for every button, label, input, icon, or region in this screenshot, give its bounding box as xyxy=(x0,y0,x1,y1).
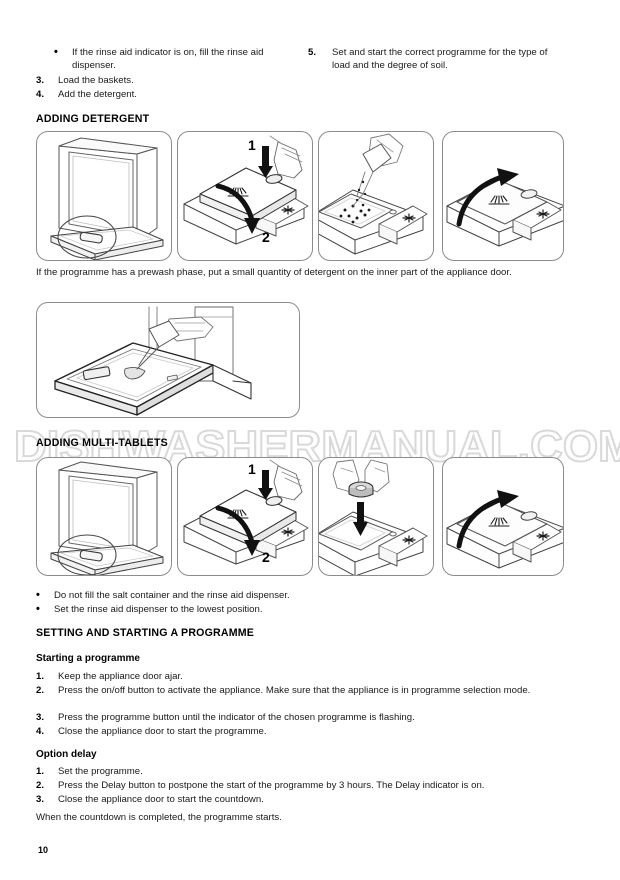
subheading-option-delay: Option delay xyxy=(36,749,97,760)
section-heading-adding-multi-tablets: ADDING MULTI-TABLETS xyxy=(36,437,168,449)
list-item: 4. Add the detergent. xyxy=(36,88,286,101)
illustration-pour-powder-detergent xyxy=(318,131,434,261)
list-item-text: Close the appliance door to start the pr… xyxy=(58,726,267,737)
illustration-mt-open-dispenser-lid: 1 2 xyxy=(177,457,313,576)
step-marker: 2. xyxy=(36,685,45,696)
list-item-text: Do not fill the salt container and the r… xyxy=(54,590,290,601)
list-item: • If the rinse aid indicator is on, fill… xyxy=(54,46,284,72)
list-item-text: If the rinse aid indicator is on, fill t… xyxy=(72,47,264,72)
svg-text:2: 2 xyxy=(262,549,270,565)
illustration-insert-tablet xyxy=(318,457,434,576)
list-item-text: Keep the appliance door ajar. xyxy=(58,671,183,682)
list-item: • Set the rinse aid dispenser to the low… xyxy=(36,603,466,616)
subheading-starting-a-programme: Starting a programme xyxy=(36,653,140,664)
section-heading-setting-and-starting: SETTING AND STARTING A PROGRAMME xyxy=(36,627,255,639)
list-item-text: Set the rinse aid dispenser to the lowes… xyxy=(54,604,263,615)
step-marker: 4. xyxy=(36,726,45,737)
illustration-close-dispenser-lid xyxy=(442,131,564,261)
illustration-detergent-on-inner-door xyxy=(36,302,300,418)
list-item-text: Add the detergent. xyxy=(58,89,137,100)
list-item: 1. Keep the appliance door ajar. xyxy=(36,670,566,683)
illustration-mt-close-dispenser-lid xyxy=(442,457,564,576)
illustration-mt-dishwasher-door-open-dispenser-location xyxy=(36,457,172,576)
step-marker: 3. xyxy=(36,712,45,723)
step-marker: 1. xyxy=(36,671,45,682)
list-item: 1. Set the programme. xyxy=(36,765,566,778)
svg-text:1: 1 xyxy=(248,137,256,153)
bullet-marker: • xyxy=(36,589,40,601)
illustration-open-dispenser-lid: 1 2 xyxy=(177,131,313,261)
svg-text:2: 2 xyxy=(262,229,270,245)
step-marker: 5. xyxy=(308,47,317,58)
step-marker: 3. xyxy=(36,75,45,86)
bullet-marker: • xyxy=(54,46,58,58)
step-marker: 2. xyxy=(36,780,45,791)
svg-text:1: 1 xyxy=(248,461,256,477)
list-item: 5. Set and start the correct programme f… xyxy=(308,46,568,72)
list-item-text: Set and start the correct programme for … xyxy=(332,47,548,72)
list-item-text: Press the programme button until the ind… xyxy=(58,712,415,723)
list-item-text: Close the appliance door to start the co… xyxy=(58,794,264,805)
illustration-dishwasher-door-open-dispenser-location xyxy=(36,131,172,261)
list-item: 4. Close the appliance door to start the… xyxy=(36,725,566,738)
list-item: 2. Press the on/off button to activate t… xyxy=(36,684,566,697)
list-item-text: Press the Delay button to postpone the s… xyxy=(58,780,485,791)
list-item: 3. Press the programme button until the … xyxy=(36,711,566,724)
list-item-text: Load the baskets. xyxy=(58,75,134,86)
list-item: 3. Load the baskets. xyxy=(36,74,286,87)
list-item: • Do not fill the salt container and the… xyxy=(36,589,466,602)
list-item: 3. Close the appliance door to start the… xyxy=(36,793,566,806)
prewash-note: If the programme has a prewash phase, pu… xyxy=(36,267,512,278)
bullet-marker: • xyxy=(36,603,40,615)
countdown-note: When the countdown is completed, the pro… xyxy=(36,812,282,823)
list-item: 2. Press the Delay button to postpone th… xyxy=(36,779,576,792)
page-number: 10 xyxy=(38,845,49,855)
step-marker: 3. xyxy=(36,794,45,805)
step-marker: 4. xyxy=(36,89,45,100)
step-marker: 1. xyxy=(36,766,45,777)
section-heading-adding-detergent: ADDING DETERGENT xyxy=(36,113,150,125)
list-item-text: Set the programme. xyxy=(58,766,143,777)
list-item-text: Press the on/off button to activate the … xyxy=(58,685,531,696)
